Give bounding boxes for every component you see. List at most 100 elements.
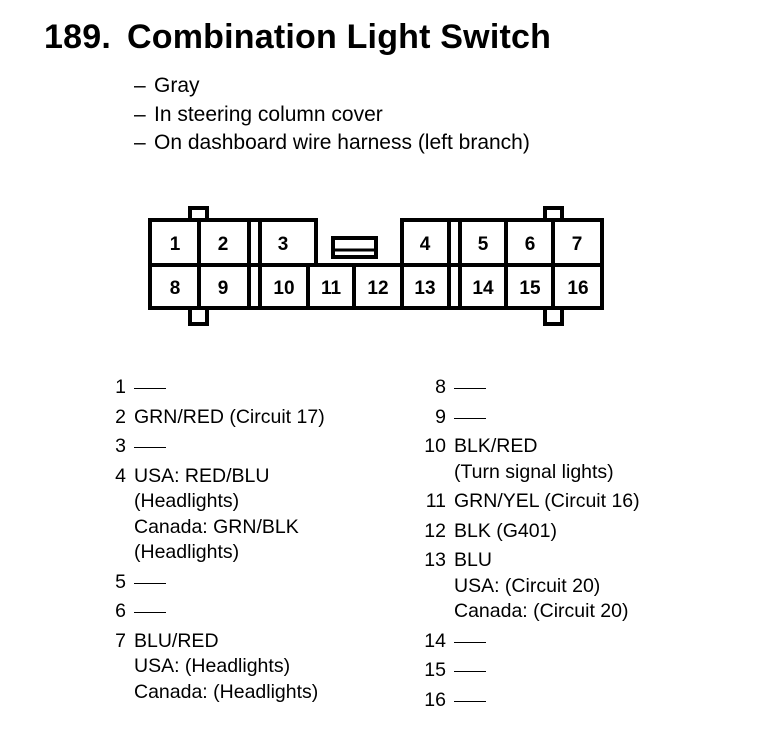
note-location: –In steering column cover [134,102,383,126]
pin-row: 9 [418,405,640,431]
lock-tab-bottom-right [543,306,564,326]
unused-pin-dash [454,417,486,419]
pin-row: 13 BLU USA: (Circuit 20) Canada: (Circuit 2… [418,548,640,625]
pin-description: BLK/RED (Turn signal lights) [454,434,614,485]
pin-number: 12 [424,519,446,542]
note-color: –Gray [134,74,200,97]
pin-row: 3 [98,434,325,460]
pin-label-15: 15 [519,278,541,299]
pin-number: 11 [425,490,446,512]
pin-description [454,375,486,389]
pin-row: 16 [418,688,640,714]
wire-info-line: GRN/YEL (Circuit 16) [454,490,640,512]
page-title: 189. Combination Light Switch [44,18,551,57]
pin-row: 15 [418,658,640,684]
wire-info-line: BLU [454,549,492,571]
pin-number: 10 [424,435,446,457]
center-key [331,236,378,259]
wire-info-line: Canada: (Headlights) [134,680,319,703]
pin-number: 3 [115,435,126,457]
pin-number: 8 [435,376,446,398]
wire-info-line: BLK/RED [454,435,538,457]
wire-info-line: BLK (G401) [454,519,557,542]
pin-label-5: 5 [478,234,489,255]
pin-number: 7 [115,629,126,652]
pin-number: 2 [115,405,126,428]
unused-pin-dash [134,447,166,448]
pin-description: BLU/RED USA: (Headlights) Canada: (Headlig… [134,629,318,706]
pin-row: 10 BLK/RED (Turn signal lights) [418,434,640,485]
pin-label-9: 9 [218,278,229,299]
pin-number: 9 [435,405,446,428]
pin-label-10: 10 [273,278,294,299]
pin-label-12: 12 [367,278,388,299]
pin-description: USA: RED/BLU (Headlights) Canada: GRN/BLK (… [134,464,299,566]
pin-label-7: 7 [572,234,583,255]
lock-tab-bottom-left [188,306,209,326]
pin-description: GRN/RED (Circuit 17) [134,405,325,431]
pin-label-1: 1 [170,234,181,255]
pin-description [454,658,486,672]
pin-number: 15 [424,659,446,681]
unused-pin-dash [134,612,166,613]
pin-number: 1 [115,376,126,398]
pin-row: 4 USA: RED/BLU (Headlights) Canada: GRN/BLK… [98,464,325,566]
wire-info-line: USA: RED/BLU [134,464,270,487]
section-number: 189. [44,18,111,56]
wire-info-line: (Turn signal lights) [454,460,614,483]
unused-pin-dash [454,641,486,643]
pin-description: BLK (G401) [454,519,557,545]
unused-pin-dash [134,388,166,389]
pin-number: 4 [115,464,126,487]
pin-row: 11 GRN/YEL (Circuit 16) [418,489,640,515]
pin-label-8: 8 [170,278,181,299]
pin-description [134,375,166,389]
pin-label-16: 16 [567,278,588,299]
pin-label-2: 2 [218,234,229,255]
pin-label-6: 6 [525,234,536,255]
wire-info-line: BLU/RED [134,629,219,652]
pin-description [454,688,486,702]
connector-outline [148,218,604,310]
pin-row: 5 [98,570,325,596]
unused-pin-dash [454,700,486,702]
connector-diagram: 1 2 3 4 5 6 7 8 9 10 11 12 13 14 15 16 [148,206,604,326]
pin-label-4: 4 [420,234,431,255]
note-harness: –On dashboard wire harness (left branch) [134,131,530,154]
pin-description [134,434,166,448]
pin-description: GRN/YEL (Circuit 16) [454,489,640,515]
pin-description [134,599,166,613]
wire-info-line: USA: (Circuit 20) [454,574,601,597]
pin-number: 14 [424,629,446,652]
pin-row: 14 [418,629,640,655]
pin-description: BLU USA: (Circuit 20) Canada: (Circuit 20) [454,548,629,625]
pin-label-3: 3 [278,234,289,255]
pin-row: 12 BLK (G401) [418,519,640,545]
pin-number: 5 [115,570,126,593]
pin-row: 6 [98,599,325,625]
pin-list-right: 8 9 10 BLK/RED (Turn signal lights) 11 GRN/YEL… [418,375,640,717]
pin-description [134,570,166,584]
wire-info-line: USA: (Headlights) [134,655,291,677]
wire-info-line: (Headlights) [134,541,240,563]
component-name: Combination Light Switch [126,18,552,56]
pin-row: 2 GRN/RED (Circuit 17) [98,405,325,431]
component-notes: –Gray –In steering column cover –On dash… [134,72,530,158]
pin-label-13: 13 [414,278,435,299]
wire-info-line: Canada: GRN/BLK [134,515,299,538]
pin-number: 6 [115,600,126,622]
pin-label-11: 11 [321,278,342,299]
pin-description [454,405,486,419]
pin-row: 7 BLU/RED USA: (Headlights) Canada: (Headli… [98,629,325,706]
wire-info-line: Canada: (Circuit 20) [454,600,629,622]
pin-list-left: 1 2 GRN/RED (Circuit 17) 3 4 USA: RED/BLU (Hea… [98,375,325,709]
pin-number: 13 [424,549,446,571]
unused-pin-dash [454,388,486,389]
pin-row: 8 [418,375,640,401]
unused-pin-dash [134,582,166,584]
wire-info-line: GRN/RED (Circuit 17) [134,405,325,428]
pin-label-14: 14 [472,278,494,299]
pin-row: 1 [98,375,325,401]
unused-pin-dash [454,671,486,672]
wire-info-line: (Headlights) [134,490,240,512]
